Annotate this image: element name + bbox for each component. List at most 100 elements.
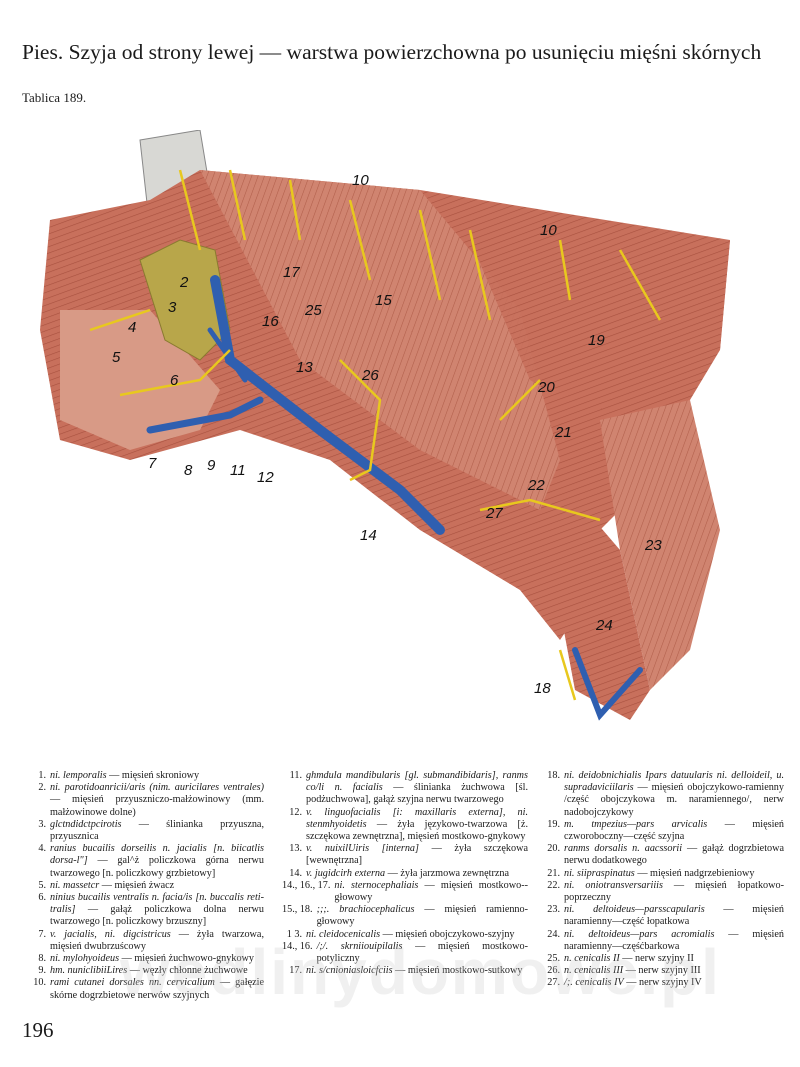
- polish-term: — gałąż policzkowa dolna nerwu twarzoweg…: [50, 904, 264, 928]
- legend-text: ninius bucailis ventralis n. facia/is [n…: [50, 892, 264, 929]
- polish-term: — mięsień naramienny—częśćbarkowa: [564, 928, 785, 952]
- legend-number: 1.: [38, 770, 46, 781]
- figure-label: 16: [262, 313, 279, 330]
- legend-number: 17.: [289, 965, 302, 977]
- legend-number: 3.: [38, 818, 46, 830]
- legend-number: 9.: [38, 965, 46, 977]
- legend-number: 10.: [33, 977, 46, 989]
- legend-text: v. jugidcirh externa — żyła jarzmowa zew…: [306, 868, 528, 880]
- legend-text: hm. nuniclibiiLires — węzły chłonne żuch…: [50, 965, 264, 977]
- legend-entry: 8. ni. mylohyoideus — mięsień żuchwowo-gn…: [26, 953, 264, 965]
- figure-label: 25: [304, 302, 322, 319]
- legend-number: 7.: [38, 928, 46, 940]
- legend-entry: 20.ranms dorsalis n. aacssorii — gałąż d…: [540, 843, 784, 867]
- latin-term: ninius bucailis ventralis n. facia/is [n…: [50, 892, 264, 916]
- legend-text: ni. siipraspinatus — mięsień nadgrzebien…: [564, 868, 784, 880]
- latin-term: n. cenicalis II: [564, 953, 620, 965]
- legend-text: v. linguofacialis [i: maxillaris externa…: [306, 807, 528, 844]
- legend-text: n. cenicalis III — nerw szyjny III: [564, 965, 784, 977]
- legend-text: v. jacialis, ni. digcistricus — żyła twa…: [50, 929, 264, 953]
- polish-term: — mięsień łopatkowo-poprzeczny: [564, 879, 784, 904]
- legend-number: 11.: [289, 770, 302, 781]
- legend-entry: 1. ni. lemporalis — mięsień skroniowy: [26, 770, 264, 782]
- latin-term: v. jacialis, ni. digcistricus: [50, 928, 171, 940]
- latin-term: ni. deltoideus—parsscapularis: [564, 904, 705, 916]
- legend-entry: 17. ni. s/cnioniasloicfciis — mięsień mos…: [282, 965, 528, 977]
- polish-term: — mięsień mostkowo-sutkowy: [395, 965, 523, 977]
- legend-number: 14., 16., 17.: [282, 879, 331, 891]
- latin-term: rami cutanei dorsales nn. cervicalium: [50, 977, 215, 989]
- latin-term: ;;;. brachiocephalicus: [316, 904, 415, 916]
- legend-text: m. tmpezius—pars arvicalis — mięsień czw…: [564, 819, 784, 843]
- legend-entry: 2.ni. parotidoanricii/aris (nim. auricil…: [26, 782, 264, 819]
- legend-entry: 9. hm. nuniclibiiLires — węzły chłonne żu…: [26, 965, 264, 977]
- legend-text: ni. lemporalis — mięsień skroniowy: [50, 770, 264, 782]
- legend-text: ranms dorsalis n. aacssorii — gałąż dogr…: [564, 843, 784, 867]
- latin-term: ni. parotidoanricii/aris (nim. auricilar…: [50, 782, 264, 794]
- legend-entry: 3.glctndidctpcirotis — ślinianka przyusz…: [26, 819, 264, 843]
- nerves: [89, 169, 662, 701]
- legend-text: ni. sternocephaliais — mięsień mostkowo-…: [334, 880, 528, 904]
- legend-number: 26.: [547, 965, 560, 977]
- legend-entry: 26. n. cenicalis III — nerw szyjny III: [540, 965, 784, 977]
- legend-number: 14., 16.: [282, 940, 313, 952]
- polish-term: — mięsień naramienny—część łopatkowa: [564, 904, 784, 928]
- legend-text: ni. massetcr — mięsień żwacz: [50, 880, 264, 892]
- legend-number: 8.: [38, 953, 46, 965]
- legend-number: 22.: [547, 879, 560, 891]
- latin-term: ni. sternocephaliais: [334, 879, 419, 891]
- polish-term: — węzły chłonne żuchwowe: [129, 965, 248, 977]
- legend-number: 21.: [547, 867, 560, 879]
- polish-term: — mięsień obojczykowo-ramienny /część ob…: [564, 782, 784, 818]
- legend-number: 25.: [547, 953, 560, 965]
- legend-text: ghmdula mandibularis [gl. submandibidari…: [306, 770, 528, 807]
- legend-entry: 10. rami cutanei dorsales nn. cervicalium…: [26, 977, 264, 1001]
- figure-label: 27: [485, 505, 503, 522]
- legend-entry: 14., 16., 17.ni. sternocephaliais — mięs…: [282, 880, 528, 904]
- legend-entry: 22. ni. oniotransversariiis — mięsień łop…: [540, 880, 784, 904]
- legend-text: rami cutanei dorsales nn. cervicalium — …: [50, 977, 264, 1001]
- figure-label: 10: [352, 172, 369, 189]
- legend-number: 15., 18.: [282, 904, 313, 916]
- latin-term: ni. siipraspinatus: [564, 867, 635, 879]
- legend-entry: 19.m. tmpezius—pars arvicalis — mięsień …: [540, 819, 784, 843]
- legend-text: ni. mylohyoideus — mięsień żuchwowo-gnyk…: [50, 953, 264, 965]
- figure-label: 19: [588, 332, 605, 349]
- figure-label: 8: [184, 462, 193, 479]
- figure-label: 23: [644, 537, 662, 554]
- polish-term: — gałęzie skórne dogrzbietowe nerwów szy…: [50, 977, 264, 1001]
- page-title: Pies. Szyja od strony lewej — warstwa po…: [22, 40, 762, 64]
- legend-number: 14.: [289, 867, 302, 879]
- legend-text: /;/. skrniiouipilalis — mięsień mostkowo…: [317, 941, 528, 965]
- polish-term: — mięsień mostkowo-potyliczny: [316, 940, 528, 965]
- polish-term: — żyła językowo-twarzowa [ż. szczękowa z…: [306, 818, 528, 843]
- legend-text: ni. s/cnioniasloicfciis — mięsień mostko…: [306, 965, 528, 977]
- polish-term: — mięsień żuchwowo-gnykowy: [121, 953, 255, 965]
- legend-entry: 1 3.ni. cleidocenicalis — mięsień obojcz…: [282, 929, 528, 941]
- legend-entry: 27./;. cenicalis IV — nerw szyjny IV: [540, 977, 784, 989]
- legend-number: 24.: [547, 928, 560, 940]
- legend-text: ni. oniotransversariiis — mięsień łopatk…: [564, 880, 784, 904]
- figure-label: 12: [257, 469, 274, 486]
- polish-term: — gal^ż policzkowa górna nerwu twarzoweg…: [50, 855, 264, 879]
- polish-term: — mięsień ramienno-głowowy: [316, 904, 529, 928]
- legend-entry: 24.ni. deltoideus—pars acromialis — mięs…: [540, 929, 784, 953]
- legend-number: 13.: [289, 843, 302, 855]
- legend-number: 6.: [38, 892, 46, 904]
- legend-entry: 6. ninius bucailis ventralis n. facia/is …: [26, 892, 264, 929]
- latin-term: m. tmpezius—pars arvicalis: [564, 818, 708, 830]
- figure-label: 2: [179, 274, 189, 291]
- legend-entry: 14. v. jugidcirh externa — żyła jarzmowa …: [282, 868, 528, 880]
- muscle-layers: [40, 170, 730, 720]
- legend-number: 1 3.: [286, 928, 302, 940]
- legend-number: 5.: [38, 879, 46, 891]
- legend-entry: 23.ni. deltoideus—parsscapularis — mięsi…: [540, 904, 784, 928]
- latin-term: ghmdula mandibularis [gl. submandibidari…: [306, 770, 528, 794]
- figure-label: 24: [595, 617, 613, 634]
- legend-text: ni. deltoideus—parsscapularis — mięsień …: [564, 904, 784, 928]
- polish-term: — nerw szyjny II: [622, 953, 694, 965]
- figure-label: 9: [207, 457, 216, 474]
- latin-term: n. cenicalis III: [564, 965, 624, 977]
